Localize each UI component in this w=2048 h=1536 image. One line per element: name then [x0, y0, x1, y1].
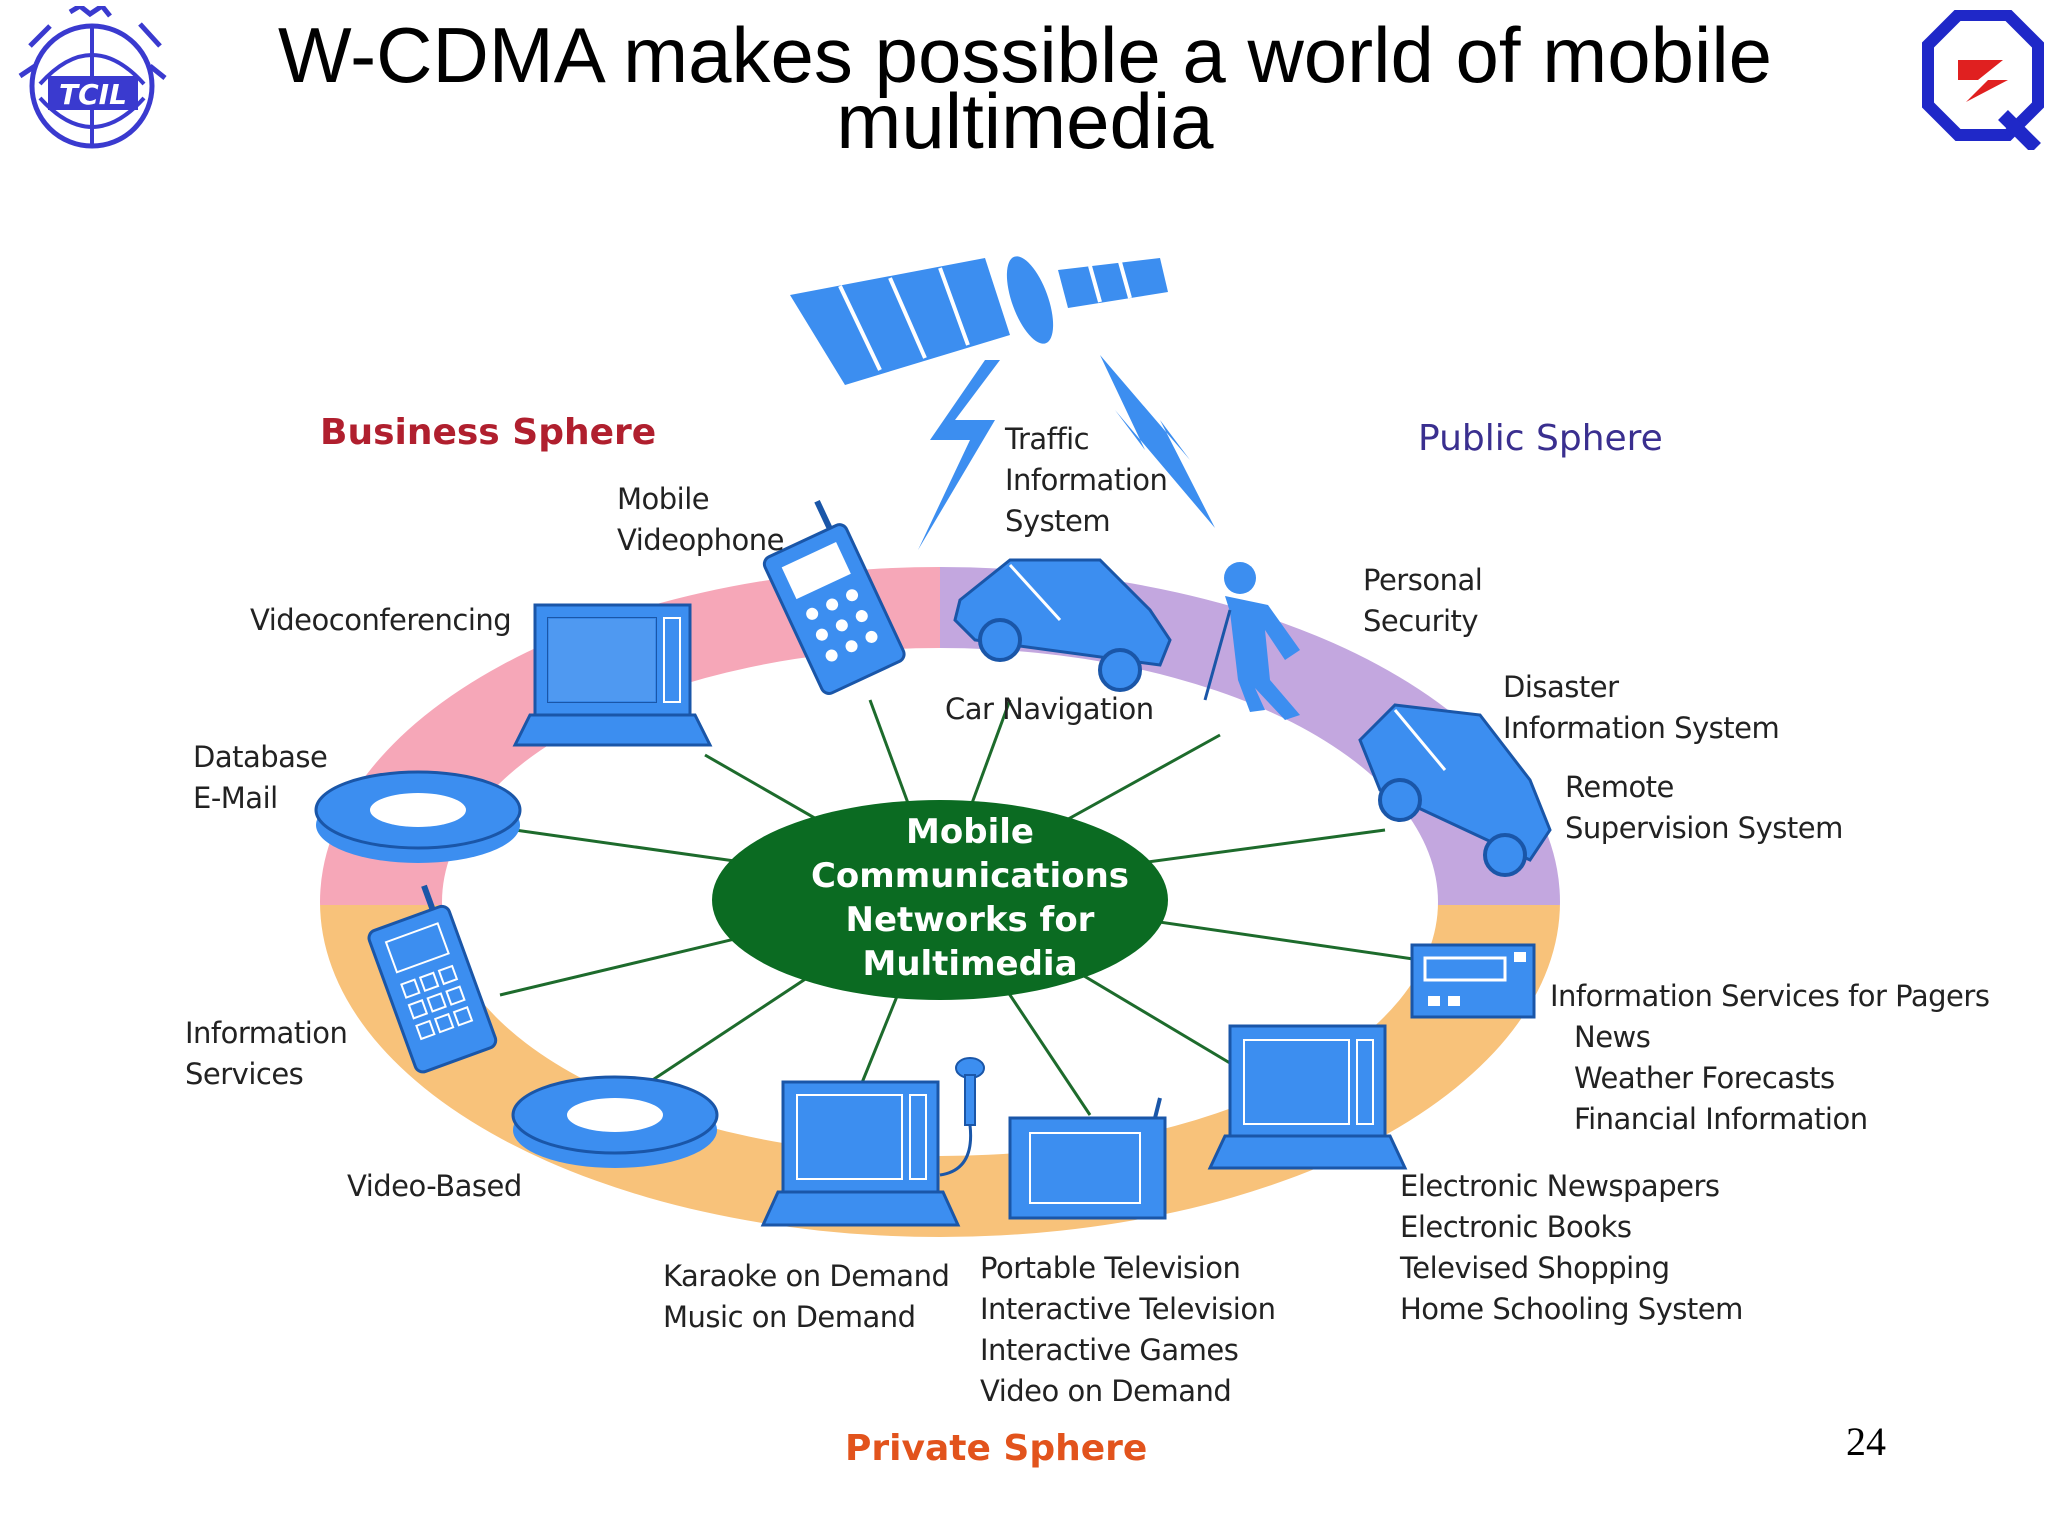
lightning-icon [1100, 355, 1215, 528]
label-line: Information Services for Pagers [1550, 979, 1990, 1013]
pager-icon [1410, 943, 1536, 1019]
car-icon [953, 558, 1172, 692]
label-line: Interactive Games [980, 1333, 1239, 1367]
label-line: Remote [1565, 770, 1674, 804]
tablet-icon [1008, 1097, 1167, 1220]
electronic-newspapers-label: Electronic Newspapers Electronic Books T… [1400, 1166, 1743, 1330]
video-based-label: Video-Based [347, 1169, 522, 1203]
mobile-videophone-label: Mobile Videophone [617, 479, 785, 561]
database-email-label: Database E-Mail [193, 737, 328, 819]
mobile-phone-icon [762, 499, 906, 695]
portable-television-label: Portable Television Interactive Televisi… [980, 1248, 1276, 1412]
van-icon [1358, 703, 1552, 877]
page-number: 24 [1846, 1419, 1886, 1464]
label-line: Home Schooling System [1400, 1292, 1743, 1326]
label-line: Karaoke on Demand [663, 1259, 950, 1293]
label-line: Weather Forecasts [1574, 1061, 1835, 1095]
lightning-icon [918, 360, 1000, 550]
label-line: Information System [1503, 711, 1780, 745]
label-line: Supervision System [1565, 811, 1843, 845]
tcil-logo-text: TCIL [59, 78, 127, 111]
title-line-1: W-CDMA makes possible a world of mobile [277, 11, 1773, 99]
label-line: Information [185, 1016, 348, 1050]
label-line: Traffic [1005, 422, 1090, 456]
label-line: Televised Shopping [1400, 1251, 1670, 1285]
hub-line: Multimedia [862, 944, 1078, 984]
disaster-information-label: Disaster Information System [1503, 667, 1780, 749]
emblem-logo-icon: TCIL [10, 2, 170, 159]
satellite-icon [790, 256, 1168, 385]
disc-icon [314, 770, 522, 863]
label-line: Mobile [617, 482, 710, 516]
label-line: Security [1363, 604, 1479, 638]
label-line: Video on Demand [980, 1374, 1232, 1408]
label-line: Videophone [617, 523, 785, 557]
label-line: News [1574, 1020, 1651, 1054]
private-sphere-title: Private Sphere [845, 1428, 1148, 1469]
information-services-label: Information Services [185, 1013, 348, 1095]
mobile-phone-icon [367, 884, 498, 1074]
label-line: Music on Demand [663, 1300, 916, 1334]
label-line: Electronic Books [1400, 1210, 1632, 1244]
q-logo-icon [1918, 9, 2048, 155]
hub-line: Mobile [906, 812, 1034, 852]
label-line: Electronic Newspapers [1400, 1169, 1720, 1203]
label-line: Database [193, 740, 328, 774]
slide-title: W-CDMA makes possible a world of mobile … [230, 11, 1820, 165]
label-line: E-Mail [193, 781, 278, 815]
public-sphere-title: Public Sphere [1418, 418, 1663, 459]
remote-supervision-label: Remote Supervision System [1565, 767, 1843, 849]
pager-services-label: Information Services for Pagers News Wea… [1550, 976, 1990, 1140]
label-line: Portable Television [980, 1251, 1241, 1285]
car-navigation-label: Car Navigation [945, 692, 1154, 726]
microphone-icon [939, 1057, 985, 1177]
label-line: System [1005, 504, 1111, 538]
label-line: Services [185, 1057, 304, 1091]
label-line: Financial Information [1574, 1102, 1868, 1136]
laptop-icon [512, 603, 713, 747]
personal-security-label: Personal Security [1363, 560, 1483, 642]
title-line-2: multimedia [836, 77, 1214, 165]
hub-line: Communications [810, 856, 1130, 896]
hub-line: Networks for [845, 900, 1095, 940]
hub-ellipse [712, 800, 1168, 1000]
business-sphere-title: Business Sphere [320, 412, 657, 453]
label-line: Information [1005, 463, 1168, 497]
label-line: Disaster [1503, 670, 1619, 704]
traffic-information-label: Traffic Information System [1005, 419, 1168, 542]
laptop-icon [1207, 1024, 1408, 1170]
person-icon [1203, 562, 1300, 720]
laptop-icon [760, 1080, 961, 1227]
karaoke-label: Karaoke on Demand Music on Demand [663, 1256, 950, 1338]
videoconferencing-label: Videoconferencing [250, 603, 512, 637]
label-line: Personal [1363, 563, 1483, 597]
disc-icon [511, 1075, 719, 1168]
label-line: Interactive Television [980, 1292, 1276, 1326]
hub-label: Mobile Communications Networks for Multi… [760, 810, 1180, 986]
